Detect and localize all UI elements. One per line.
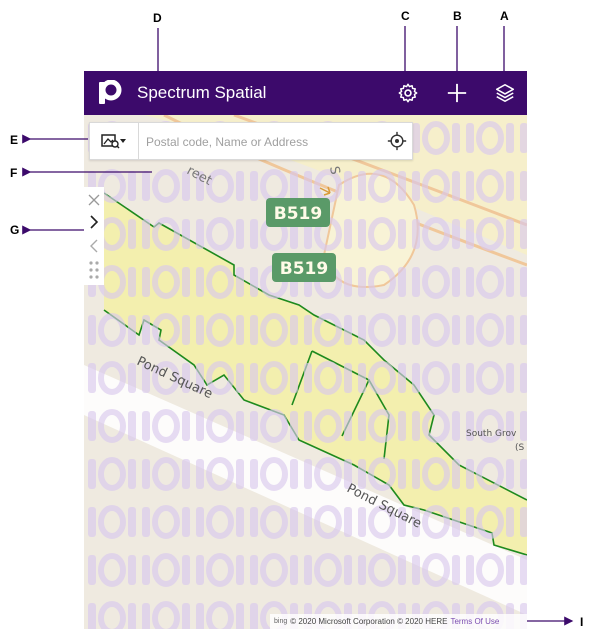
callout-f: F [10, 166, 18, 180]
copyright-text: © 2020 Microsoft Corporation © 2020 HERE [290, 617, 448, 626]
collapse-panel-button[interactable] [84, 235, 104, 257]
add-button[interactable] [443, 79, 471, 107]
callout-b: B [453, 9, 462, 23]
callout-i: I [580, 615, 584, 629]
layers-button[interactable] [491, 79, 519, 107]
layers-icon [495, 83, 515, 103]
close-icon [88, 194, 100, 206]
bing-logo: bing [274, 618, 288, 625]
map-canvas[interactable]: B519 B519 reet S Pond Square Pond Square… [84, 115, 527, 629]
settings-button[interactable] [394, 79, 422, 107]
app-title: Spectrum Spatial [137, 83, 267, 102]
place-label-south-grove: South Grov [466, 429, 517, 439]
road-shield-1: B519 [266, 198, 330, 227]
map-attribution: bing © 2020 Microsoft Corporation © 2020… [270, 614, 527, 629]
chevron-right-icon [90, 215, 99, 229]
road-shield-2: B519 [272, 253, 336, 282]
map-search-icon [101, 134, 126, 149]
terms-of-use-link[interactable]: Terms Of Use [450, 617, 500, 626]
locate-button[interactable] [386, 130, 408, 152]
chevron-left-icon [90, 239, 98, 253]
gear-icon [398, 83, 418, 103]
one-way-arrow-icon [319, 186, 331, 196]
app-window: B519 B519 reet S Pond Square Pond Square… [84, 71, 527, 629]
road-shield-1-text: B519 [274, 204, 322, 224]
road-shield-2-text: B519 [280, 259, 328, 279]
callout-d: D [153, 11, 162, 25]
drag-dots-icon [89, 261, 99, 279]
app-logo-icon [99, 80, 122, 104]
search-layer-dropdown[interactable] [90, 123, 139, 159]
callout-c: C [401, 9, 410, 23]
callout-g: G [10, 223, 20, 237]
callout-a: A [500, 9, 509, 23]
app-header: Spectrum Spatial [84, 71, 527, 115]
plus-icon [447, 83, 467, 103]
close-panel-button[interactable] [84, 189, 104, 211]
search-input[interactable] [144, 130, 384, 154]
callout-e: E [10, 133, 19, 147]
side-panel-controls [84, 187, 104, 285]
search-bar [89, 122, 413, 160]
drag-handle[interactable] [84, 259, 104, 281]
crosshair-icon [387, 131, 407, 151]
street-label-s: S [326, 165, 342, 176]
expand-panel-button[interactable] [84, 211, 104, 233]
place-label-south-grove-2: (S [515, 443, 525, 453]
